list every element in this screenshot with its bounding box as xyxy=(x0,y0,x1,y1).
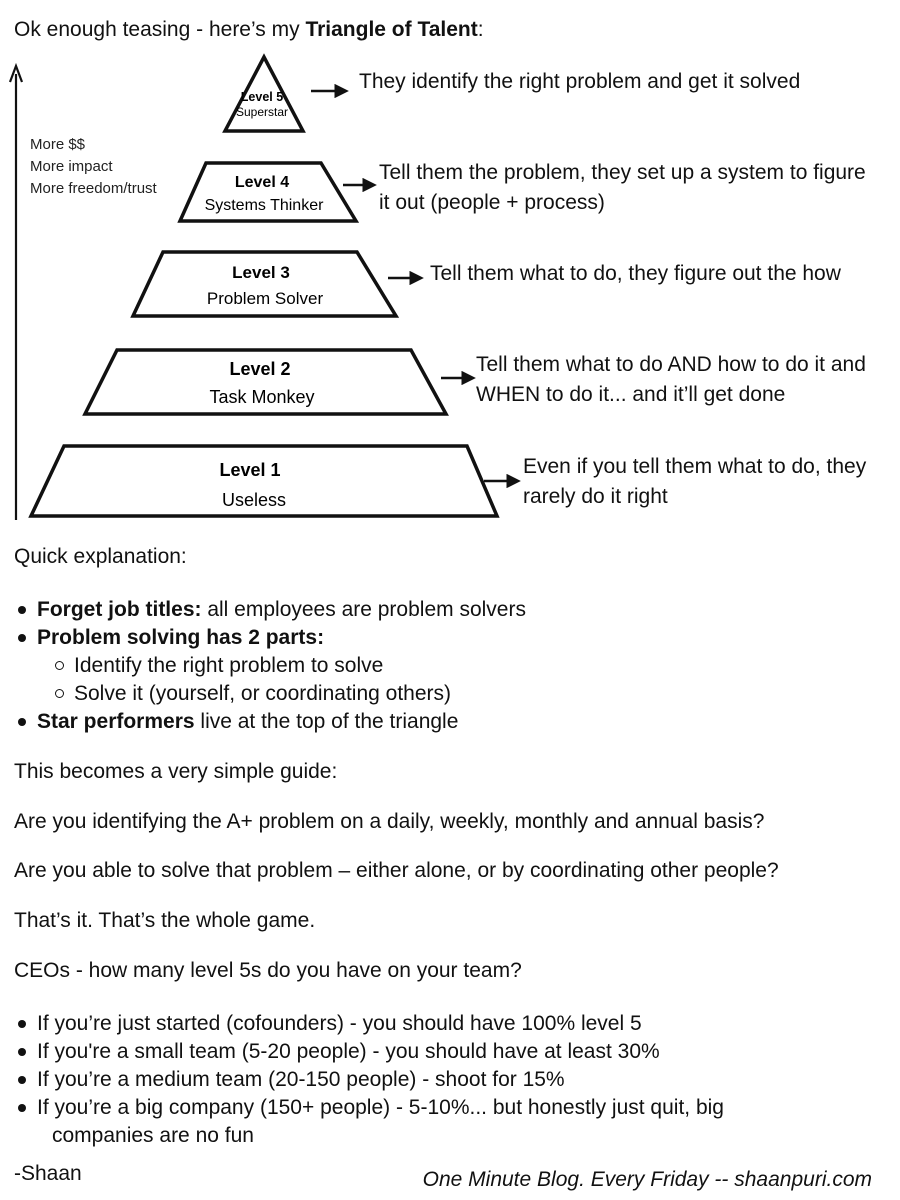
list-item: If you're a small team (5-20 people) - y… xyxy=(0,1038,900,1066)
level-2-shape: Level 2 Task Monkey xyxy=(82,348,449,416)
level-2-description: Tell them what to do AND how to do it an… xyxy=(476,353,866,406)
level-4-label: Level 4 xyxy=(235,174,289,191)
level-3-shape: Level 3 Problem Solver xyxy=(130,250,400,318)
level-3-name: Problem Solver xyxy=(207,289,324,308)
paragraph-guide: This becomes a very simple guide: xyxy=(14,760,338,783)
list-item: If you’re just started (cofounders) - yo… xyxy=(0,1010,900,1038)
level-3-label: Level 3 xyxy=(232,263,290,282)
side-label-freedom: More freedom/trust xyxy=(30,180,157,197)
list-item: Solve it (yourself, or coordinating othe… xyxy=(0,680,900,708)
level-5-shape: Level 5 Superstar xyxy=(222,53,306,133)
paragraph-identify: Are you identifying the A+ problem on a … xyxy=(14,810,765,833)
list-item: Identify the right problem to solve xyxy=(0,652,900,680)
vertical-axis-arrow xyxy=(8,62,24,520)
list-item: If you’re a medium team (20-150 people) … xyxy=(0,1066,900,1094)
paragraph-solve: Are you able to solve that problem – eit… xyxy=(14,859,779,882)
level-5-label: Level 5 xyxy=(241,90,283,104)
level-4-shape: Level 4 Systems Thinker xyxy=(177,161,360,223)
signature: -Shaan xyxy=(14,1162,82,1185)
list-item: Forget job titles: all employees are pro… xyxy=(0,596,900,624)
level-3-description: Tell them what to do, they figure out th… xyxy=(430,262,841,285)
triangle-title: Triangle of Talent xyxy=(305,18,478,41)
list-item: Problem solving has 2 parts: xyxy=(0,624,900,652)
level-4-name: Systems Thinker xyxy=(205,197,325,214)
explanation-heading: Quick explanation: xyxy=(14,545,187,568)
level-1-shape: Level 1 Useless xyxy=(28,444,500,518)
side-label-money: More $$ xyxy=(30,136,86,153)
paragraph-whole-game: That’s it. That’s the whole game. xyxy=(14,909,316,932)
paragraph-ceos: CEOs - how many level 5s do you have on … xyxy=(14,959,522,982)
side-label-impact: More impact xyxy=(30,158,113,175)
intro-line: Ok enough teasing - here’s my Triangle o… xyxy=(14,18,484,41)
level-1-description: Even if you tell them what to do, they r… xyxy=(523,455,867,508)
axis-side-labels: More $$ More impact More freedom/trust xyxy=(30,134,157,200)
level-1-label: Level 1 xyxy=(219,460,280,480)
team-size-list: If you’re just started (cofounders) - yo… xyxy=(0,1010,900,1150)
level-5-name: Superstar xyxy=(236,105,288,119)
triangle-diagram: Level 5 Superstar Level 4 Systems Thinke… xyxy=(8,53,521,520)
level-2-label: Level 2 xyxy=(229,359,290,379)
list-item-continuation: companies are no fun xyxy=(52,1124,254,1147)
level-2-name: Task Monkey xyxy=(209,387,314,407)
explanation-list: Forget job titles: all employees are pro… xyxy=(0,596,900,736)
list-item: Star performers live at the top of the t… xyxy=(0,708,900,736)
level-5-description: They identify the right problem and get … xyxy=(359,70,801,93)
level-1-name: Useless xyxy=(222,490,286,510)
level-4-description: Tell them the problem, they set up a sys… xyxy=(379,161,866,214)
footer-tagline: One Minute Blog. Every Friday -- shaanpu… xyxy=(422,1168,872,1191)
list-item: If you’re a big company (150+ people) - … xyxy=(0,1094,900,1122)
